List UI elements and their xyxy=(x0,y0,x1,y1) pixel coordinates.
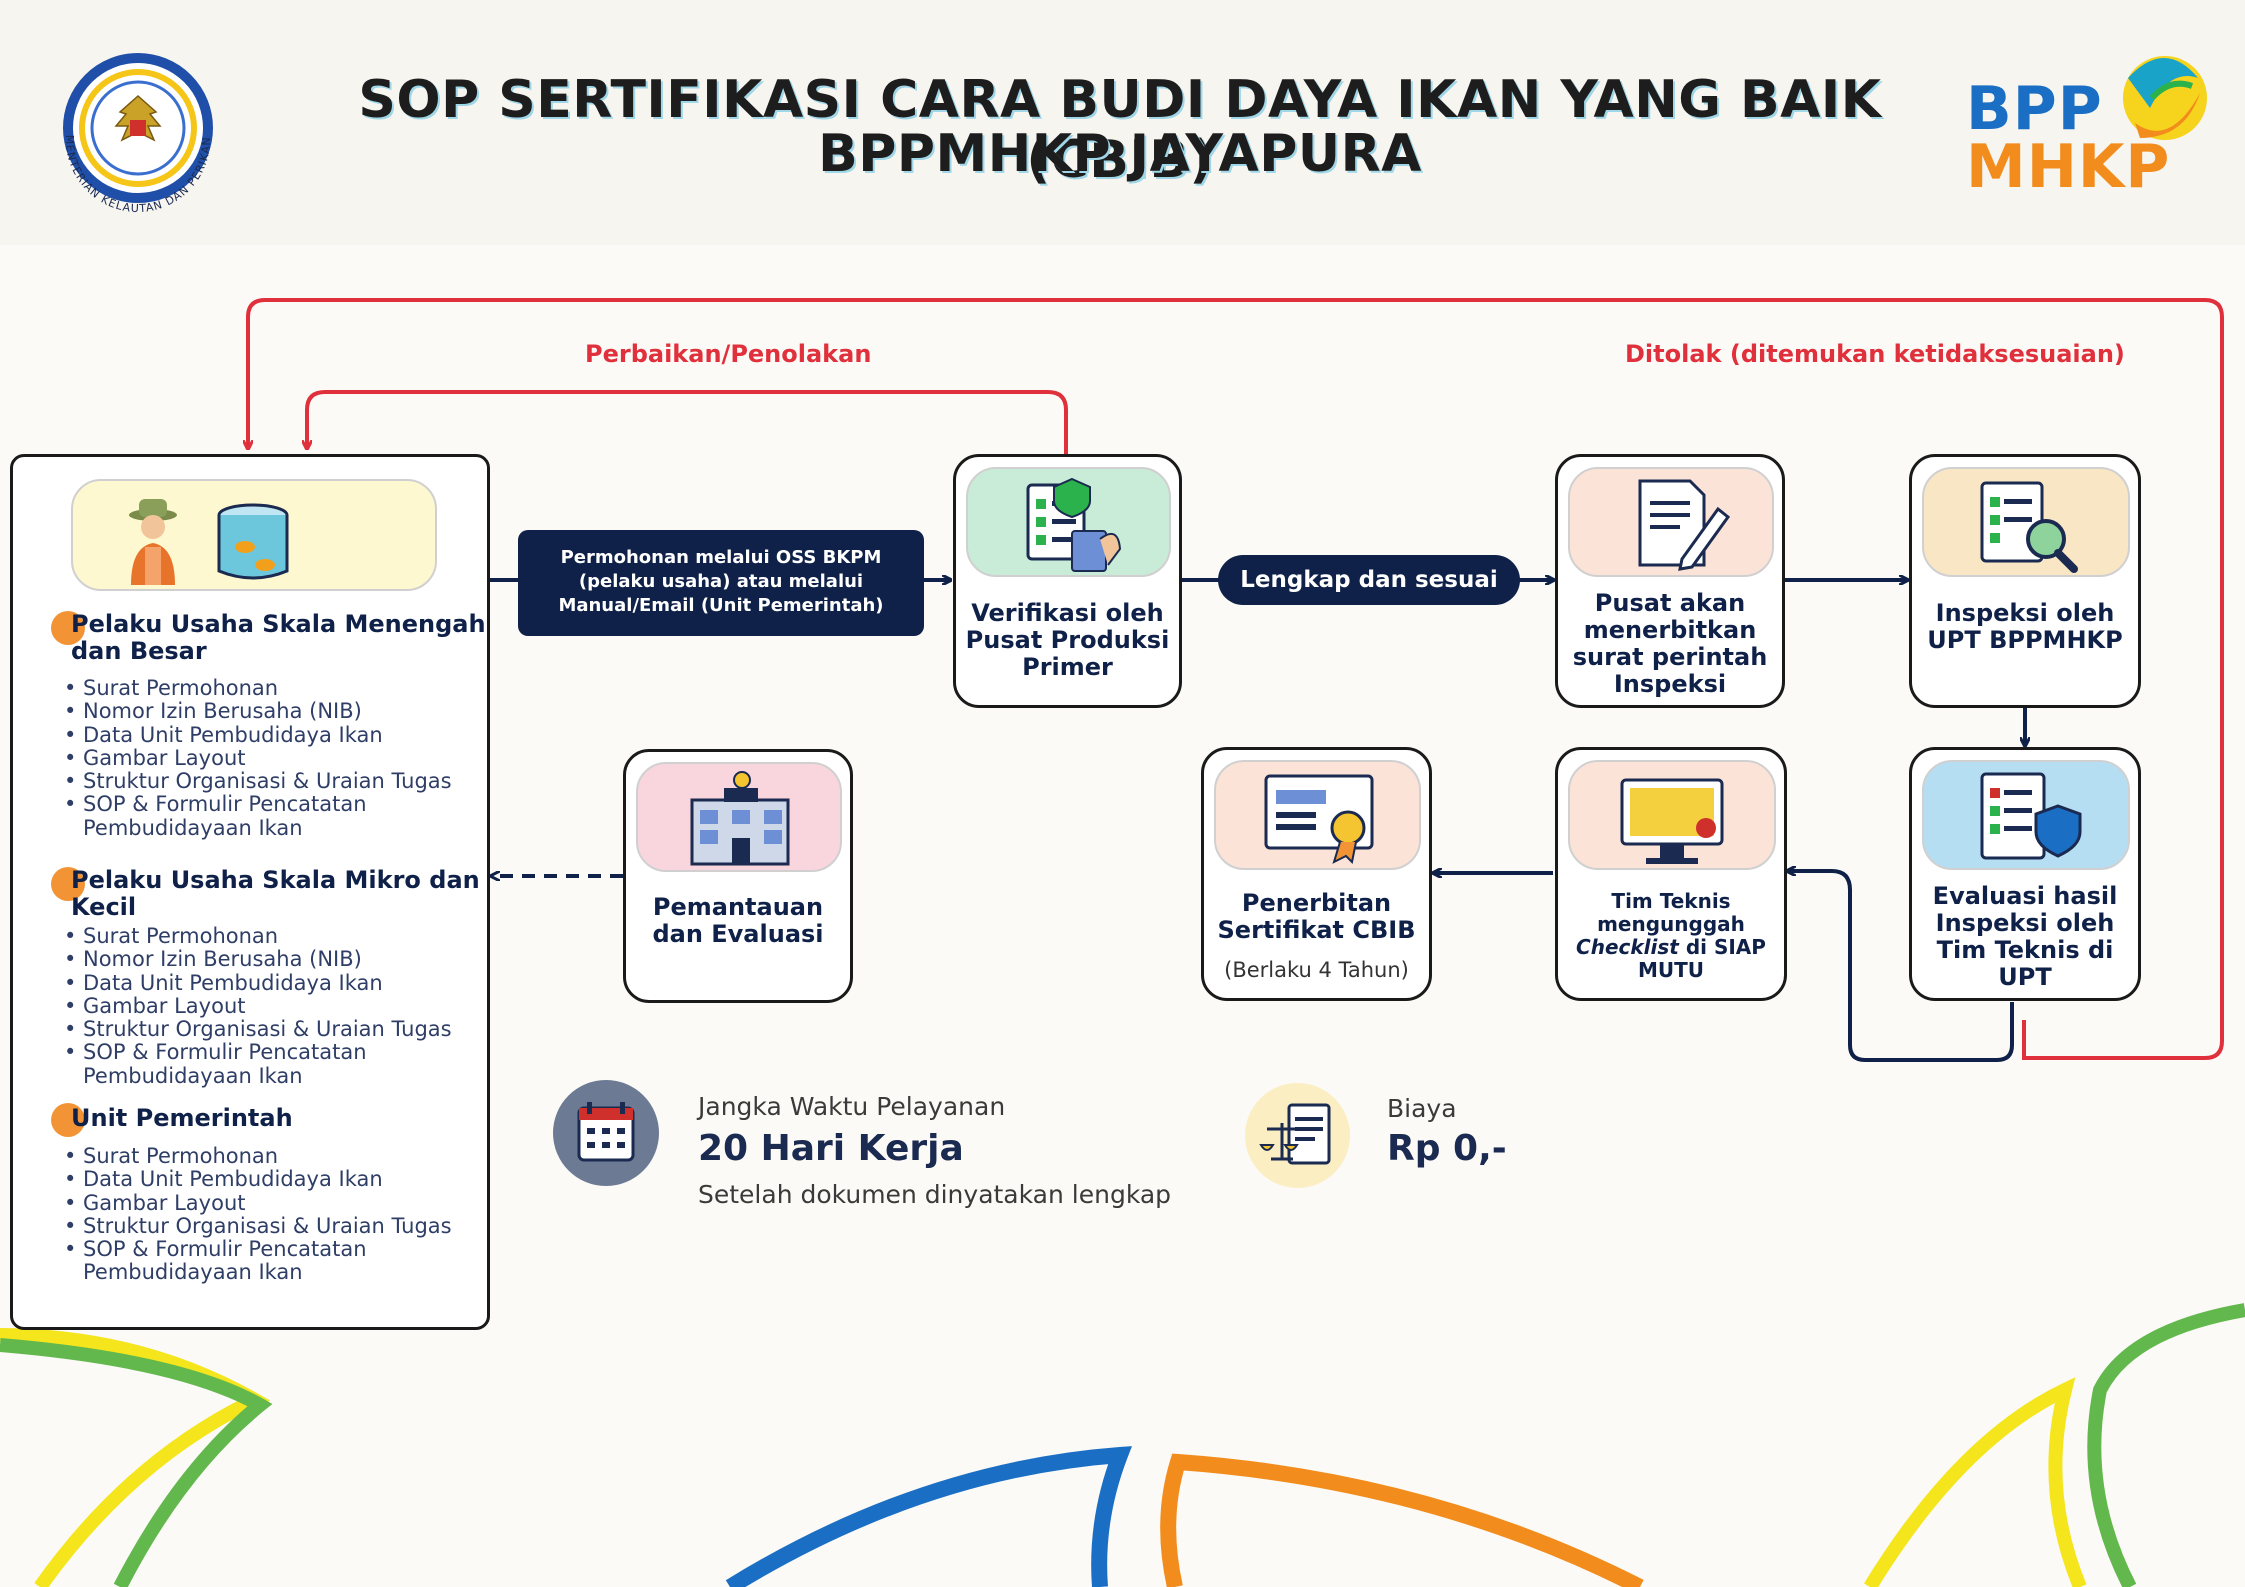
group-3-item: Gambar Layout xyxy=(61,1191,481,1215)
document-pen-icon xyxy=(1638,479,1731,571)
revision-loop-line xyxy=(307,390,1068,455)
evaluation-to-upload-line xyxy=(1788,871,2014,1062)
magnifier-document-icon xyxy=(1980,481,2078,573)
certificate-icon xyxy=(1264,774,1374,865)
applicant-icon-panel xyxy=(71,479,437,591)
cost-icon-circle xyxy=(1245,1083,1350,1188)
step-inspection-label: Inspeksi oleh UPT BPPMHKP xyxy=(1927,599,2123,654)
farmer-icon xyxy=(129,499,177,585)
fish-tank-icon xyxy=(217,503,289,580)
calendar-icon-circle xyxy=(553,1080,659,1186)
step-monitoring: Pemantauan dan Evaluasi xyxy=(623,749,853,1003)
complete-status-text: Lengkap dan sesuai xyxy=(1240,567,1498,593)
complete-status-pill: Lengkap dan sesuai xyxy=(1218,555,1520,605)
bppmhkp-logo-swoosh xyxy=(2123,56,2207,140)
scale-document-icon xyxy=(1259,1103,1331,1165)
certificate-validity: (Berlaku 4 Tahun) xyxy=(1224,958,1409,982)
requirements-bullet-2 xyxy=(51,867,85,901)
page-title-line1: SOP SERTIFIKASI CARA BUDI DAYA IKAN YANG… xyxy=(358,70,1882,190)
group-1-list: Surat Permohonan Nomor Izin Berusaha (NI… xyxy=(61,676,481,840)
certificate-icon-panel xyxy=(1214,760,1421,870)
group-2-item: Nomor Izin Berusaha (NIB) xyxy=(61,947,481,971)
computer-upload-icon xyxy=(1620,778,1724,864)
cost-label: Biaya xyxy=(1387,1094,1457,1123)
step-evaluation: Evaluasi hasil Inspeksi oleh Tim Teknis … xyxy=(1909,747,2141,1001)
step-certificate-label: Penerbitan Sertifikat CBIB xyxy=(1217,889,1416,944)
step-inspection: Inspeksi oleh UPT BPPMHKP xyxy=(1909,454,2141,708)
decor-yellow-curve-right xyxy=(1864,1377,2087,1587)
group-1-title: Pelaku Usaha Skala Menengah dan Besar xyxy=(71,610,486,665)
requirements-bullet-1 xyxy=(51,611,85,645)
step-upload-text-pre: Tim Teknis mengunggah xyxy=(1597,889,1745,936)
requirements-bullet-3 xyxy=(51,1103,85,1137)
applicant-icons xyxy=(129,499,289,585)
group-1-item: Gambar Layout xyxy=(61,746,481,770)
group-2-item: Gambar Layout xyxy=(61,994,481,1018)
step-certificate: Penerbitan Sertifikat CBIB (Berlaku 4 Ta… xyxy=(1201,747,1432,1001)
group-2-item: Surat Permohonan xyxy=(61,924,481,948)
step-monitoring-label: Pemantauan dan Evaluasi xyxy=(652,893,824,948)
requirements-panel: Pelaku Usaha Skala Menengah dan Besar Su… xyxy=(10,454,490,1330)
ministry-seal-graphic: KEMENTERIAN KELAUTAN DAN PERIKANAN xyxy=(38,40,213,215)
group-3-item: Struktur Organisasi & Uraian Tugas xyxy=(61,1214,481,1238)
header-band xyxy=(0,0,2245,245)
decor-yellow-curve-left xyxy=(0,1328,271,1587)
step-upload-text-post: di SIAP MUTU xyxy=(1637,935,1766,982)
group-1-item: Struktur Organisasi & Uraian Tugas xyxy=(61,769,481,793)
shield-checklist-icon xyxy=(1980,772,2082,860)
group-2-list: Surat Permohonan Nomor Izin Berusaha (NI… xyxy=(61,924,481,1088)
service-time-value: 20 Hari Kerja xyxy=(698,1128,964,1169)
decor-green-curve-right xyxy=(2087,1303,2245,1587)
building-icon xyxy=(690,771,790,866)
step-evaluation-label: Evaluasi hasil Inspeksi oleh Tim Teknis … xyxy=(1932,882,2118,991)
brand-text-top: BPP xyxy=(1966,74,2103,144)
calendar-icon xyxy=(577,1102,635,1162)
decor-blue-curve xyxy=(725,1446,1133,1587)
step-inspection-order-label: Pusat akan menerbitkan surat perintah In… xyxy=(1572,589,1768,698)
group-1-item: SOP & Formulir Pencatatan Pembudidayaan … xyxy=(61,793,481,840)
checklist-verification-icon xyxy=(1026,477,1122,572)
upload-icon-panel xyxy=(1568,760,1776,870)
group-2-item: Struktur Organisasi & Uraian Tugas xyxy=(61,1017,481,1041)
service-time-note: Setelah dokumen dinyatakan lengkap xyxy=(698,1180,1172,1209)
evaluation-icon-panel xyxy=(1922,760,2130,870)
revision-label: Perbaikan/Penolakan xyxy=(585,340,872,368)
bppmhkp-logo: BPP MHKP xyxy=(1960,38,2210,202)
group-3-item: Data Unit Pembudidaya Ikan xyxy=(61,1167,481,1191)
inspection-icon-panel xyxy=(1922,467,2130,577)
group-3-item: SOP & Formulir Pencatatan Pembudidayaan … xyxy=(61,1238,481,1285)
step-upload-label: Tim Teknis mengunggah Checklist di SIAP … xyxy=(1558,890,1784,982)
submission-method-box: Permohonan melalui OSS BKPM (pelaku usah… xyxy=(518,530,924,636)
brand-text-bottom: MHKP xyxy=(1966,132,2171,202)
step-upload-text-italic: Checklist xyxy=(1576,935,1679,959)
decor-green-curve-left xyxy=(0,1338,273,1587)
group-1-item: Nomor Izin Berusaha (NIB) xyxy=(61,699,481,723)
decor-orange-curve xyxy=(1160,1453,1644,1587)
submission-method-text: Permohonan melalui OSS BKPM (pelaku usah… xyxy=(558,547,884,616)
monitoring-icon-panel xyxy=(636,762,842,872)
group-3-list: Surat Permohonan Data Unit Pembudidaya I… xyxy=(61,1144,481,1285)
step-verification-label: Verifikasi oleh Pusat Produksi Primer xyxy=(965,599,1170,681)
cost-value: Rp 0,- xyxy=(1387,1128,1507,1169)
inspection-order-icon-panel xyxy=(1568,467,1774,577)
service-time-label: Jangka Waktu Pelayanan xyxy=(698,1092,1006,1121)
step-upload-checklist: Tim Teknis mengunggah Checklist di SIAP … xyxy=(1555,747,1787,1001)
step-verification: Verifikasi oleh Pusat Produksi Primer xyxy=(953,454,1182,708)
group-1-item: Surat Permohonan xyxy=(61,676,481,700)
group-3-item: Surat Permohonan xyxy=(61,1144,481,1168)
group-3-title: Unit Pemerintah xyxy=(71,1104,293,1132)
page-title-line2: BPPMHKP JAYAPURA xyxy=(818,124,1422,184)
group-2-title: Pelaku Usaha Skala Mikro dan Kecil xyxy=(71,866,480,921)
group-1-item: Data Unit Pembudidaya Ikan xyxy=(61,723,481,747)
verification-icon-panel xyxy=(966,467,1171,577)
rejected-loop-line xyxy=(248,298,2224,1060)
group-2-item: SOP & Formulir Pencatatan Pembudidayaan … xyxy=(61,1041,481,1088)
rejected-label: Ditolak (ditemukan ketidaksesuaian) xyxy=(1625,340,2125,368)
step-inspection-order: Pusat akan menerbitkan surat perintah In… xyxy=(1555,454,1785,708)
group-2-item: Data Unit Pembudidaya Ikan xyxy=(61,971,481,995)
ministry-seal-logo: KEMENTERIAN KELAUTAN DAN PERIKANAN xyxy=(38,40,238,240)
